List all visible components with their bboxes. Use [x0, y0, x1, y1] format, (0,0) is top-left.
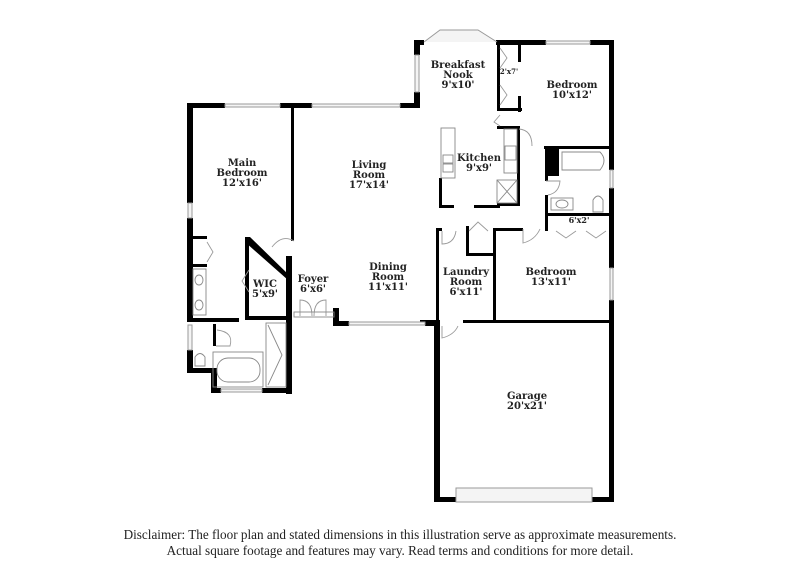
svg-text:Room: Room — [450, 277, 483, 288]
svg-text:13'x11': 13'x11' — [531, 277, 571, 288]
svg-text:17'x14': 17'x14' — [349, 180, 389, 191]
room-laundry-room: Laundry Room 6'x11' — [443, 267, 490, 298]
room-bedroom-south: Bedroom 13'x11' — [526, 267, 577, 288]
svg-text:Kitchen: Kitchen — [457, 153, 502, 164]
svg-text:6'x11': 6'x11' — [450, 287, 483, 298]
svg-text:Bedroom: Bedroom — [217, 168, 268, 179]
room-wic: WIC 5'x9' — [252, 279, 278, 300]
svg-text:9'x10': 9'x10' — [442, 80, 475, 91]
floor-plan: Breakfast Nook 9'x10' Bedroom 10'x12' Ma… — [187, 29, 614, 503]
room-main-bedroom: Main Bedroom 12'x16' — [217, 158, 268, 189]
svg-text:9'x9': 9'x9' — [466, 163, 492, 174]
svg-text:Nook: Nook — [443, 70, 473, 81]
walls — [187, 40, 614, 502]
room-foyer: Foyer 6'x6' — [298, 274, 329, 295]
windows — [187, 29, 614, 503]
svg-text:12'x16': 12'x16' — [222, 178, 262, 189]
svg-text:10'x12': 10'x12' — [552, 90, 592, 101]
disclaimer-line-1: Disclaimer: The floor plan and stated di… — [123, 527, 677, 542]
svg-text:WIC: WIC — [252, 279, 277, 290]
room-breakfast-nook: Breakfast Nook 9'x10' — [431, 60, 486, 91]
svg-text:Breakfast: Breakfast — [431, 60, 486, 71]
svg-text:Main: Main — [228, 158, 257, 169]
room-living-room: Living Room 17'x14' — [349, 160, 389, 191]
room-kitchen: Kitchen 9'x9' — [457, 153, 502, 174]
svg-text:Garage: Garage — [507, 391, 547, 402]
svg-text:5'x9': 5'x9' — [252, 289, 278, 300]
svg-text:Living: Living — [352, 160, 387, 171]
svg-text:Laundry: Laundry — [443, 267, 490, 278]
svg-text:11'x11': 11'x11' — [368, 282, 408, 293]
closet-6x2-label: 6'x2' — [569, 215, 590, 225]
closet-2x7-label: 2'x7' — [500, 67, 518, 76]
svg-text:Bedroom: Bedroom — [526, 267, 577, 278]
room-garage: Garage 20'x21' — [507, 391, 547, 412]
svg-text:Bedroom: Bedroom — [547, 80, 598, 91]
room-labels: Breakfast Nook 9'x10' Bedroom 10'x12' Ma… — [217, 60, 598, 412]
disclaimer-line-2: Actual square footage and features may v… — [166, 543, 634, 558]
svg-text:Room: Room — [372, 272, 405, 283]
svg-text:Room: Room — [353, 170, 386, 181]
room-dining-room: Dining Room 11'x11' — [368, 262, 408, 293]
room-bedroom-east: Bedroom 10'x12' — [547, 80, 598, 101]
fixtures — [192, 47, 607, 388]
svg-text:Dining: Dining — [369, 262, 407, 273]
svg-text:Foyer: Foyer — [298, 274, 329, 285]
svg-text:6'x6': 6'x6' — [300, 284, 326, 295]
svg-text:20'x21': 20'x21' — [507, 401, 547, 412]
